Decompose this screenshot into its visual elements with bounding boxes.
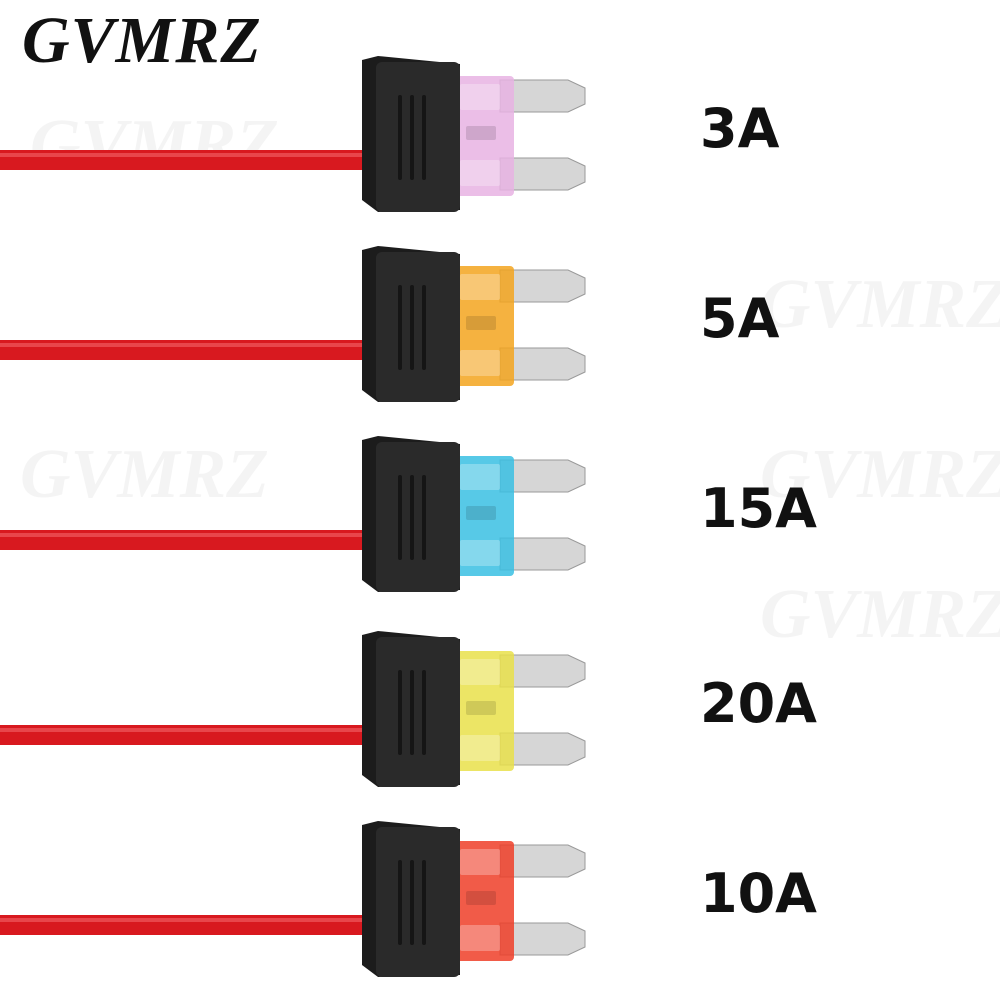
fuse-item-4: 10A bbox=[0, 815, 1000, 985]
fuse-window bbox=[460, 84, 500, 110]
holder-groove bbox=[422, 670, 426, 755]
mini-fuse-icon bbox=[0, 246, 586, 402]
holder-groove bbox=[398, 860, 402, 945]
wire-highlight bbox=[0, 728, 380, 732]
wire-highlight bbox=[0, 918, 380, 922]
holder-groove bbox=[398, 95, 402, 180]
watermark: GVMRZ bbox=[20, 440, 269, 510]
fuse-rating-label: 3A bbox=[700, 97, 780, 160]
fuse-rating-label: 10A bbox=[700, 862, 817, 925]
fuse-window bbox=[460, 735, 500, 761]
watermark: GVMRZ bbox=[760, 440, 1000, 510]
fuse-window bbox=[460, 350, 500, 376]
fuse-rating-label: 15A bbox=[700, 477, 817, 540]
holder-groove bbox=[398, 475, 402, 560]
watermark: GVMRZ bbox=[760, 270, 1000, 340]
fuse-window bbox=[460, 540, 500, 566]
holder-groove bbox=[410, 860, 414, 945]
fuse-element bbox=[466, 316, 496, 330]
fuse-element bbox=[466, 506, 496, 520]
holder-groove bbox=[422, 860, 426, 945]
fuse-item-1: 5A bbox=[0, 240, 1000, 410]
fuse-item-0: 3A bbox=[0, 50, 1000, 220]
holder-groove bbox=[422, 475, 426, 560]
holder-groove bbox=[398, 670, 402, 755]
fuse-holder bbox=[376, 442, 460, 592]
fuse-holder bbox=[376, 62, 460, 212]
holder-groove bbox=[398, 285, 402, 370]
brand-logo: GVMRZ bbox=[22, 4, 262, 77]
fuse-body bbox=[452, 841, 514, 961]
fuse-item-3: 20A bbox=[0, 625, 1000, 795]
fuse-holder bbox=[376, 637, 460, 787]
mini-fuse-icon bbox=[0, 56, 586, 212]
fuse-window bbox=[460, 274, 500, 300]
fuse-element bbox=[466, 126, 496, 140]
holder-groove bbox=[410, 475, 414, 560]
wire-highlight bbox=[0, 343, 380, 347]
fuse-item-2: 15A bbox=[0, 430, 1000, 600]
mini-fuse-icon bbox=[0, 631, 586, 787]
mini-fuse-icon bbox=[0, 821, 586, 977]
fuse-body bbox=[452, 76, 514, 196]
fuse-rating-label: 20A bbox=[700, 672, 817, 735]
fuse-body bbox=[452, 651, 514, 771]
holder-groove bbox=[410, 285, 414, 370]
fuse-window bbox=[460, 849, 500, 875]
fuse-rating-label: 5A bbox=[700, 287, 780, 350]
fuse-window bbox=[460, 160, 500, 186]
holder-groove bbox=[410, 95, 414, 180]
fuse-window bbox=[460, 464, 500, 490]
wire-highlight bbox=[0, 153, 380, 157]
fuse-body bbox=[452, 456, 514, 576]
watermark: GVMRZ bbox=[760, 580, 1000, 650]
fuse-body bbox=[452, 266, 514, 386]
fuse-holder bbox=[376, 827, 460, 977]
fuse-element bbox=[466, 891, 496, 905]
fuse-element bbox=[466, 701, 496, 715]
holder-groove bbox=[410, 670, 414, 755]
fuse-window bbox=[460, 925, 500, 951]
wire-highlight bbox=[0, 533, 380, 537]
fuse-holder bbox=[376, 252, 460, 402]
holder-groove bbox=[422, 95, 426, 180]
fuse-window bbox=[460, 659, 500, 685]
holder-groove bbox=[422, 285, 426, 370]
mini-fuse-icon bbox=[0, 436, 586, 592]
